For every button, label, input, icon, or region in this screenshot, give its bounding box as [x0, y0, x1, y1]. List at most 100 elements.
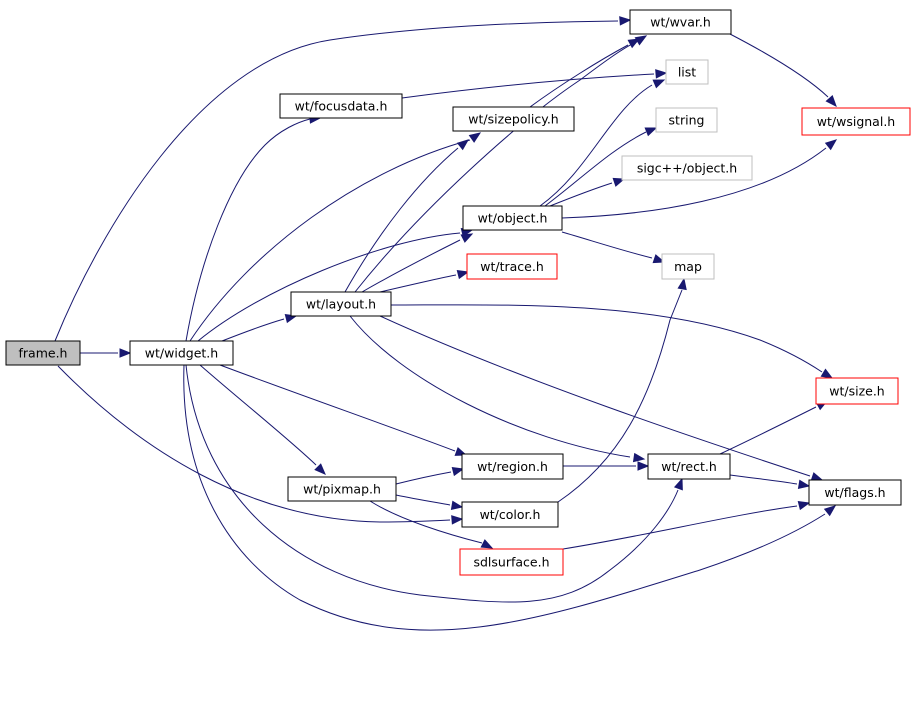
- node-sdlsurface[interactable]: sdlsurface.h: [459, 548, 564, 576]
- node-label: wt/pixmap.h: [303, 482, 381, 497]
- arrowhead: [797, 500, 811, 511]
- node-flags[interactable]: wt/flags.h: [808, 479, 902, 506]
- node-label: wt/focusdata.h: [295, 99, 388, 114]
- edge-layout-rect: [349, 315, 646, 463]
- edge-sdlsurface-flags: [562, 500, 811, 550]
- edge-line: [529, 44, 629, 108]
- edge-line: [344, 147, 459, 293]
- edge-widget-object: [197, 227, 474, 342]
- node-label: wt/wvar.h: [650, 15, 711, 30]
- edge-layout-trace: [379, 269, 470, 293]
- node-wvar[interactable]: wt/wvar.h: [629, 9, 732, 35]
- node-box: [808, 479, 902, 506]
- edge-object-list: [539, 79, 666, 207]
- node-box: [466, 253, 558, 280]
- node-box: [655, 107, 718, 133]
- edge-line: [549, 182, 613, 207]
- edge-widget-pixmap: [199, 364, 326, 475]
- node-widget[interactable]: wt/widget.h: [129, 340, 234, 366]
- node-box: [629, 9, 732, 35]
- edge-pixmap-region: [395, 466, 465, 485]
- edge-object-map: [561, 231, 666, 264]
- node-label: sdlsurface.h: [473, 555, 549, 570]
- edge-frame-color: [57, 365, 464, 525]
- node-box: [5, 340, 81, 366]
- edge-line: [197, 232, 461, 342]
- arrowhead: [677, 277, 687, 291]
- node-box: [129, 340, 234, 366]
- edge-object-sigcobject: [549, 177, 626, 207]
- edge-frame-wvar: [54, 16, 632, 342]
- node-wsignal[interactable]: wt/wsignal.h: [801, 107, 911, 136]
- arrowhead: [451, 466, 465, 477]
- node-list[interactable]: list: [665, 59, 709, 85]
- node-label: wt/object.h: [478, 211, 548, 226]
- edge-layout-size: [390, 304, 834, 379]
- node-box: [459, 548, 564, 576]
- node-sizepolicy[interactable]: wt/sizepolicy.h: [452, 106, 575, 132]
- node-size[interactable]: wt/size.h: [815, 377, 899, 405]
- arrowhead: [673, 477, 683, 491]
- edge-widget-sizepolicy: [189, 132, 482, 342]
- node-label: wt/sizepolicy.h: [468, 112, 559, 127]
- edge-line: [219, 364, 456, 452]
- node-map[interactable]: map: [661, 253, 715, 280]
- node-box: [621, 155, 753, 181]
- edge-region-rect: [563, 461, 650, 471]
- node-color[interactable]: wt/color.h: [461, 501, 559, 528]
- node-sigcobject[interactable]: sigc++/object.h: [621, 155, 753, 181]
- node-box: [801, 107, 911, 136]
- node-label: list: [678, 65, 696, 80]
- node-object[interactable]: wt/object.h: [462, 205, 563, 231]
- arrowhead: [820, 368, 834, 379]
- arrowhead: [810, 472, 824, 482]
- node-rect[interactable]: wt/rect.h: [647, 453, 731, 480]
- node-pixmap[interactable]: wt/pixmap.h: [287, 476, 397, 502]
- edge-rect-size: [719, 400, 829, 455]
- node-layout[interactable]: wt/layout.h: [290, 291, 392, 317]
- arrowhead: [454, 446, 468, 456]
- arrowhead: [619, 16, 632, 26]
- node-region[interactable]: wt/region.h: [461, 453, 564, 480]
- edge-pixmap-sdlsurface: [369, 500, 494, 549]
- edge-line: [185, 364, 679, 603]
- arrowhead: [627, 38, 641, 49]
- arrowhead: [456, 139, 470, 151]
- arrowhead: [797, 479, 811, 489]
- edge-line: [361, 239, 461, 293]
- edge-sizepolicy-wvar: [529, 38, 641, 108]
- edge-line: [401, 73, 655, 99]
- arrowhead: [456, 269, 470, 280]
- edge-frame-widget: [80, 348, 132, 358]
- edge-line: [379, 315, 811, 477]
- edge-rect-flags: [729, 474, 811, 489]
- edge-line: [57, 365, 451, 523]
- node-frame: frame.h: [5, 340, 81, 366]
- node-label: wt/color.h: [480, 507, 541, 522]
- edge-widget-layout: [221, 313, 298, 342]
- edge-line: [183, 364, 826, 631]
- node-box: [647, 453, 731, 480]
- arrowhead: [652, 79, 666, 89]
- node-box: [287, 476, 397, 502]
- edge-line: [561, 147, 827, 219]
- edge-line: [390, 304, 823, 373]
- node-focusdata[interactable]: wt/focusdata.h: [279, 93, 403, 119]
- edge-line: [557, 289, 683, 503]
- edge-line: [562, 505, 798, 550]
- edge-line: [719, 406, 817, 455]
- node-label: sigc++/object.h: [637, 161, 737, 176]
- node-string[interactable]: string: [655, 107, 718, 133]
- arrowhead: [824, 139, 838, 151]
- arrowhead: [468, 132, 482, 143]
- node-trace[interactable]: wt/trace.h: [466, 253, 558, 280]
- node-label: wt/widget.h: [145, 346, 218, 361]
- edge-layout-object: [361, 233, 474, 293]
- arrowhead: [825, 95, 837, 108]
- edge-line: [561, 231, 653, 259]
- node-box: [279, 93, 403, 119]
- edge-focusdata-list: [401, 69, 668, 99]
- edge-line: [544, 131, 647, 207]
- arrowhead: [823, 505, 837, 517]
